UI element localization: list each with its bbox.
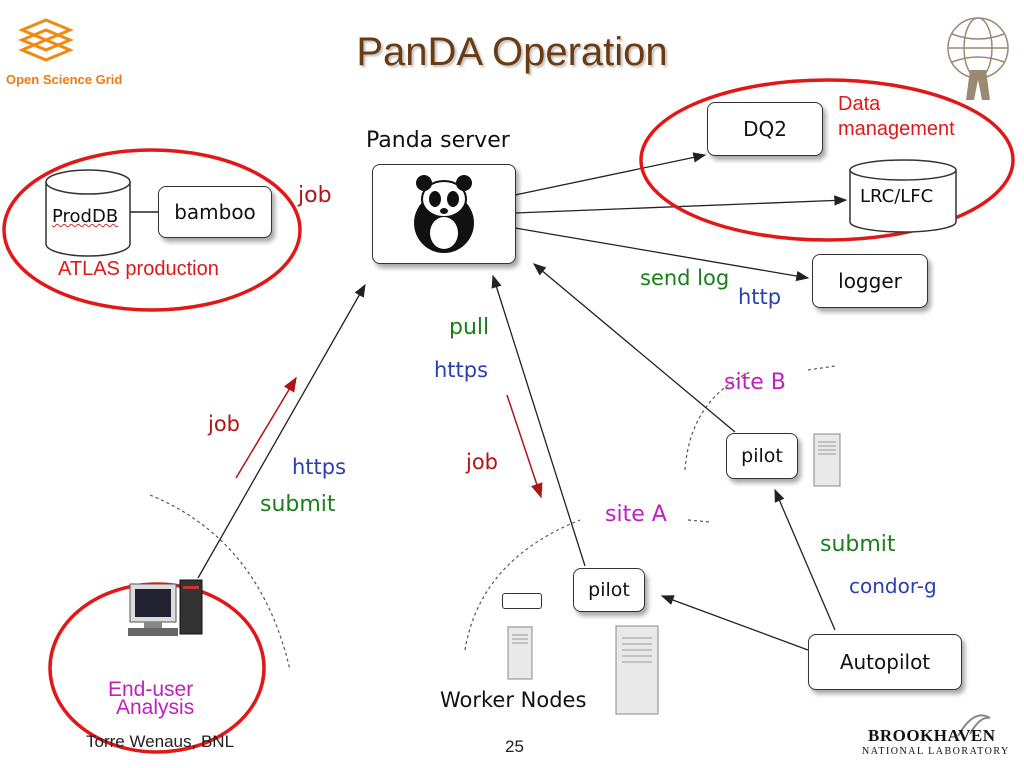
label-send-log: send log (640, 266, 730, 290)
label-https-pull: https (434, 358, 489, 382)
arrow-panda-dq2 (514, 152, 707, 196)
arrow-autopilot-pilotA (660, 595, 809, 651)
lrc-lfc-node: LRC/LFC (848, 158, 958, 234)
panda-icon (414, 175, 474, 253)
osg-logo-icon (18, 18, 74, 62)
label-site-a: site A (605, 502, 667, 527)
label-site-b: site B (724, 370, 786, 395)
site-b-arc-tail (807, 365, 836, 371)
bnl-logo-line2: NATIONAL LABORATORY (862, 746, 1010, 757)
bamboo-node: bamboo (158, 186, 272, 238)
arrow-pilotA-panda (491, 274, 586, 567)
label-pull: pull (449, 315, 490, 340)
end-user-label: End-user (108, 678, 194, 701)
autopilot-node: Autopilot (808, 634, 962, 690)
circle-atlas-production (2, 148, 302, 312)
osg-logo: Open Science Grid (6, 14, 136, 94)
data-management-label: Data management (838, 93, 955, 140)
label-https-user: https (292, 455, 347, 479)
label-condor-g: condor-g (849, 574, 937, 598)
bnl-swoosh-icon (957, 714, 991, 737)
arrow-pilotB-panda (533, 263, 736, 433)
pilot-a-node: pilot (573, 568, 645, 612)
analysis-label: Analysis (116, 696, 195, 719)
panda-server-label: Panda server (366, 128, 510, 153)
server-icon (813, 433, 841, 487)
worker-nodes-label: Worker Nodes (440, 688, 587, 712)
label-submit-autopilot: submit (820, 532, 896, 557)
dq2-node: DQ2 (707, 102, 823, 156)
site-a-arc-tail (687, 519, 711, 523)
site-a-arc (464, 519, 581, 651)
panda-server-node (372, 164, 516, 264)
proddb-label: ProdDB (52, 206, 119, 227)
osg-logo-text: Open Science Grid (6, 72, 123, 87)
lrc-lfc-label: LRC/LFC (860, 186, 934, 207)
circle-data-management (639, 78, 1015, 242)
label-http: http (738, 285, 782, 309)
arrow-user-panda (197, 283, 366, 579)
arrow-autopilot-pilotB (774, 488, 836, 631)
footer-author: Torre Wenaus, BNL (86, 732, 235, 751)
atlas-production-label: ATLAS production (58, 258, 219, 280)
arrow-job-user (235, 376, 297, 479)
label-job-pilot: job (466, 450, 499, 474)
atlas-logo-icon (947, 17, 1009, 100)
bnl-logo-icon: BROOKHAVEN NATIONAL LABORATORY (858, 710, 1020, 766)
arrow-job-pilot (506, 394, 543, 499)
arrow-panda-lrc (514, 195, 848, 214)
label-submit-user: submit (260, 492, 336, 517)
server-icon (507, 626, 533, 680)
database-icon (45, 169, 131, 257)
small-node-box (502, 593, 542, 609)
computer-icon (128, 579, 203, 636)
label-job-bamboo: job (298, 183, 332, 208)
proddb-node: ProdDB (44, 168, 132, 258)
server-icon (615, 625, 659, 715)
label-job-user: job (208, 412, 241, 436)
page-title: PanDA Operation (356, 30, 668, 74)
logger-node: logger (812, 254, 928, 308)
pilot-b-node: pilot (726, 433, 798, 479)
bnl-logo-line1: BROOKHAVEN (868, 726, 996, 745)
database-icon (849, 159, 957, 233)
arrow-panda-logger (514, 227, 810, 282)
footer-page-number: 25 (505, 737, 524, 756)
site-b-arc (684, 371, 751, 471)
